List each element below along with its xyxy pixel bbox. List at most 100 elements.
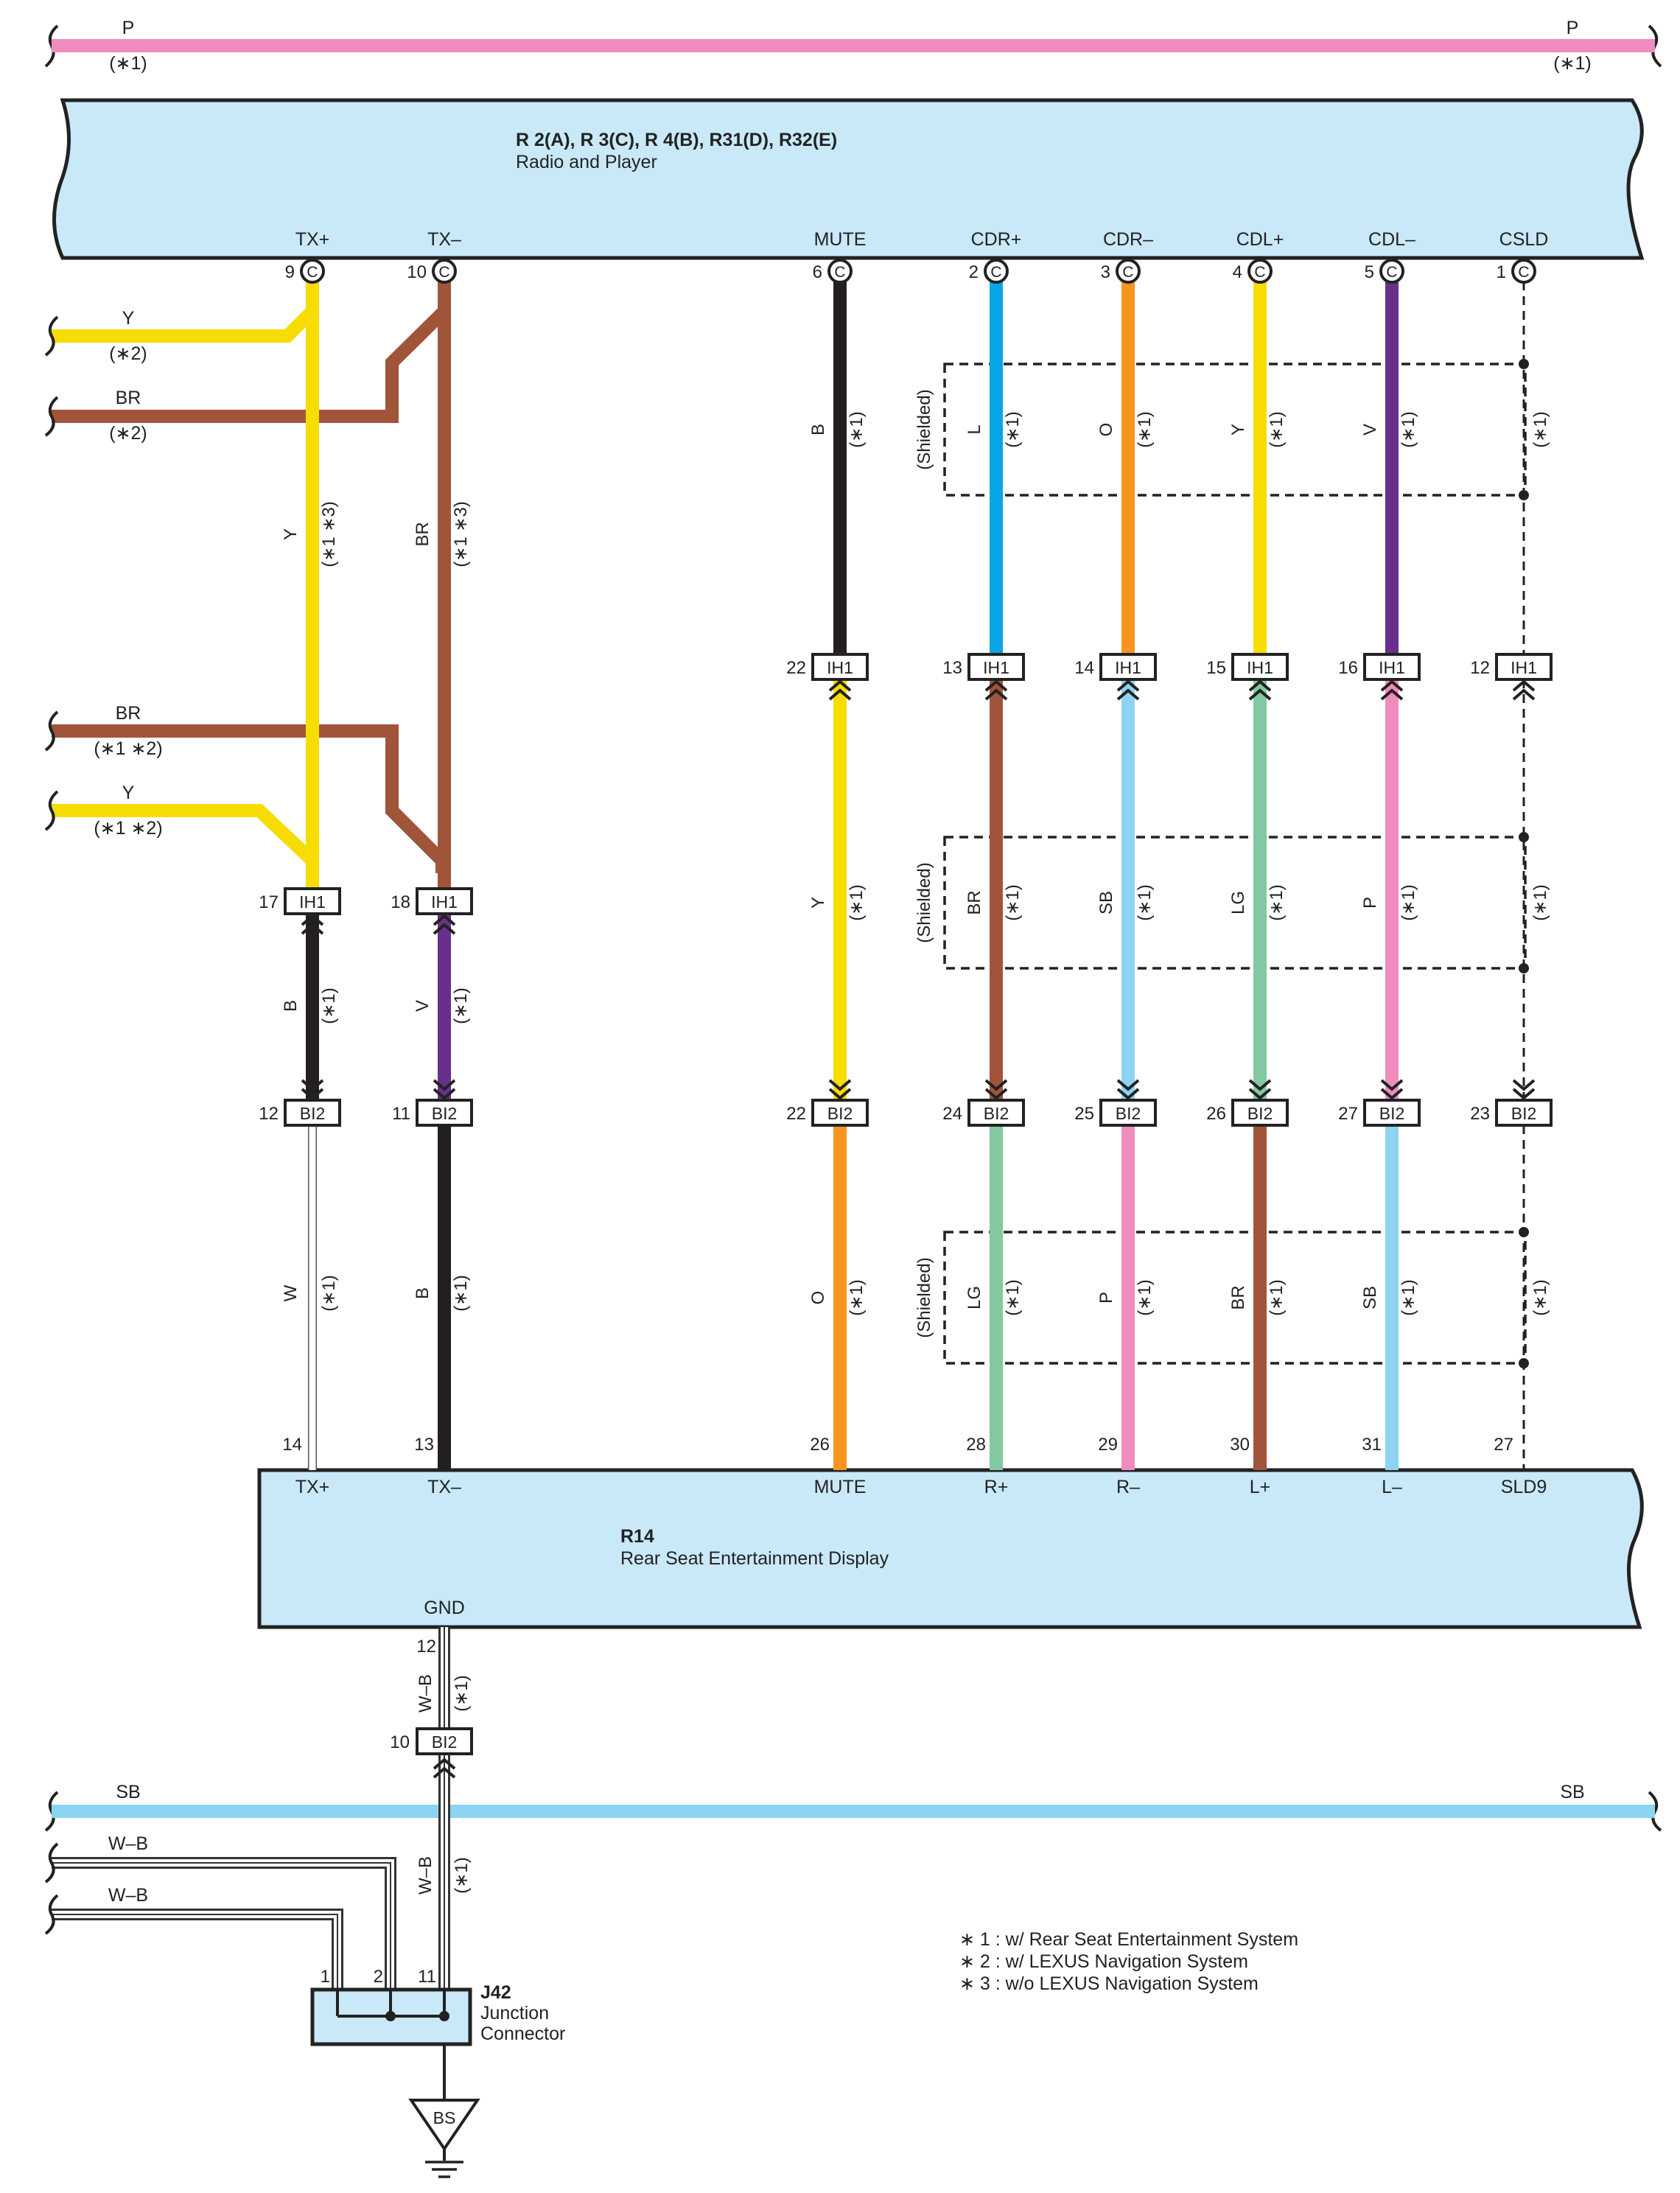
seg3-label-5-note: (∗1): [1530, 1279, 1550, 1315]
radio-pin-1: [432, 259, 457, 284]
radio-pin-conn-6: C: [1386, 264, 1397, 281]
seg1-label-2-note: (∗1): [1135, 411, 1155, 447]
ih1-connector-5-label: IH1: [1511, 658, 1537, 677]
seg2-label-4-note: (∗1): [1399, 884, 1418, 920]
seg3-label-0-color: O: [808, 1291, 828, 1305]
radio-pin-conn-1: C: [438, 264, 449, 281]
seg3-label-4-color: SB: [1360, 1286, 1380, 1309]
seg3-label-2-color: P: [1096, 1292, 1116, 1304]
seg1-label-1-note: (∗1): [1003, 411, 1023, 447]
seg2-label-1-note: (∗1): [1003, 884, 1023, 920]
ih1-chevron-0: [828, 679, 852, 701]
ih1-tx-chevron-1: [433, 914, 456, 935]
shield-box-2: [943, 836, 1527, 970]
tx-bot-label-0-color: W: [281, 1284, 301, 1301]
bi2-chevron-1: [433, 1079, 456, 1100]
note-1: ∗ 1 : w/ Rear Seat Entertainment System: [959, 1929, 1298, 1950]
top-bus-label-right: P: [1567, 18, 1579, 38]
display-pin-num-3: 28: [966, 1435, 986, 1455]
display-pin-name-1: TX–: [427, 1477, 461, 1497]
seg1-label-5-note: (∗1): [1530, 411, 1550, 447]
seg1-label-2-color: O: [1096, 423, 1116, 437]
display-pin-name-6: L–: [1382, 1477, 1402, 1497]
seg3-label-4-note: (∗1): [1399, 1279, 1418, 1315]
ih1-connector-1: [967, 653, 1025, 681]
ih1-tx-connector-0-num: 17: [259, 892, 279, 912]
tx-mid-label-1-note: (∗1): [451, 987, 471, 1024]
left-wire-label-1: Y: [122, 308, 135, 329]
radio-pin-name-4: CDR–: [1103, 229, 1153, 250]
bi2-connector-2-label: BI2: [827, 1104, 853, 1123]
display-pin-num-0: 14: [282, 1435, 302, 1455]
left-wire-br-2: [52, 308, 447, 423]
left-wire-caps: [44, 315, 59, 831]
seg3-label-1-color: LG: [965, 1286, 984, 1309]
bi2-connector-3: [967, 1099, 1025, 1127]
left-wire-cap-4: [44, 790, 59, 831]
bi2-connector-5-num: 26: [1206, 1104, 1226, 1124]
seg2-label-3-color: LG: [1228, 891, 1248, 914]
bi2-chevron-0: [301, 1079, 324, 1100]
bi2-connector-4: [1099, 1099, 1157, 1127]
shield-dot-2: [1519, 832, 1529, 842]
left-wire-note-1: (∗2): [109, 343, 147, 364]
shield-box-1: [943, 363, 1527, 497]
ih1-chevron-5: [1512, 679, 1536, 701]
seg3-label-0-note: (∗1): [847, 1279, 867, 1315]
radio-pin-name-1: TX–: [427, 229, 461, 250]
ih1-tx-connector-1-num: 18: [391, 892, 410, 912]
bi2-connector-6-label: BI2: [1379, 1104, 1405, 1123]
display-pin-num-6: 31: [1362, 1435, 1382, 1455]
shielded-label-2: (Shielded): [914, 862, 934, 942]
seg3-label-3-note: (∗1): [1267, 1279, 1287, 1315]
ih1-connector-1-label: IH1: [983, 658, 1009, 677]
bi2-connector-5-label: BI2: [1247, 1104, 1273, 1123]
left-wire-cap-1: [44, 315, 59, 357]
ih1-connector-5: [1495, 653, 1553, 681]
ih1-connector-3-label: IH1: [1247, 658, 1273, 677]
tx-mid-label-0-note: (∗1): [319, 987, 339, 1024]
wb-wires: [52, 1627, 450, 2019]
display-pin-name-7: SLD9: [1501, 1477, 1547, 1497]
ih1-connector-4: [1363, 653, 1421, 681]
bi2-connector-4-num: 25: [1074, 1104, 1094, 1124]
seg1-label-4-note: (∗1): [1399, 411, 1418, 447]
seg1-label-3-color: Y: [1228, 424, 1248, 436]
gnd-wire-note-bottom: (∗1): [452, 1857, 472, 1893]
wb-wire-2-core: [52, 1911, 341, 2019]
tx-top-label-0-note: (∗1 ∗3): [319, 501, 339, 567]
left-wire-note-2: (∗2): [109, 423, 147, 444]
seg2-label-4-color: P: [1360, 897, 1380, 909]
junction-id: J42: [480, 1982, 511, 2003]
display-pin-name-3: R+: [984, 1477, 1009, 1497]
display-pin-name-0: TX+: [295, 1477, 330, 1497]
display-box: [257, 1468, 1644, 1629]
bi2-connector-1-label: BI2: [432, 1104, 458, 1123]
bi2-connector-7-num: 23: [1470, 1104, 1490, 1124]
seg2-label-2-color: SB: [1096, 891, 1116, 914]
bi2-connector-4-label: BI2: [1116, 1104, 1141, 1123]
ih1-tx-connector-0-label: IH1: [299, 892, 326, 912]
note-3: ∗ 3 : w/o LEXUS Navigation System: [959, 1973, 1259, 1994]
radio-pin-name-0: TX+: [295, 229, 330, 250]
radio-pin-name-3: CDR+: [971, 229, 1022, 250]
ih1-chevron-4: [1380, 679, 1404, 701]
bi2-connector-2-num: 22: [786, 1104, 806, 1124]
seg2-label-5-note: (∗1): [1530, 884, 1550, 920]
bi2-connector-3-num: 24: [942, 1104, 962, 1124]
display-pin-num-1: 13: [414, 1435, 434, 1455]
left-wire-label-3: BR: [116, 703, 141, 724]
bi2-chevron-3: [984, 1079, 1008, 1100]
bi2-connector-0-label: BI2: [300, 1104, 326, 1123]
tx-bot-label-1-color: B: [413, 1287, 433, 1299]
bi2-connector-2: [811, 1099, 869, 1127]
junction-name-1: Junction: [480, 2003, 549, 2024]
radio-pin-5: [1247, 259, 1273, 284]
ih1-connector-2-label: IH1: [1115, 658, 1141, 677]
radio-pin-num-0: 9: [285, 262, 295, 282]
junction-dot-2: [385, 2011, 396, 2021]
radio-pin-conn-0: C: [307, 264, 318, 281]
bi2-connector-1: [416, 1099, 473, 1127]
bi2-gnd-num: 10: [390, 1732, 410, 1752]
display-pin-name-2: MUTE: [814, 1477, 867, 1497]
